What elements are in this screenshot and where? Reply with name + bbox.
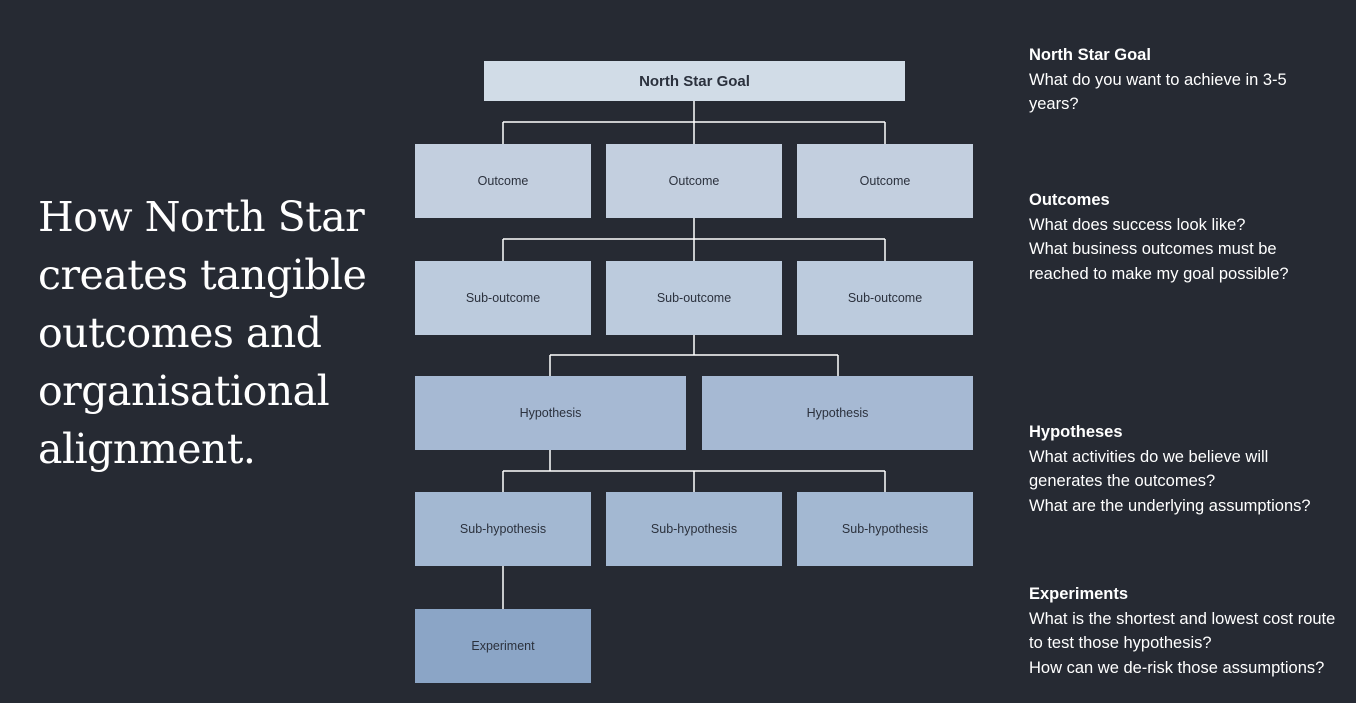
- legend-outcomes: Outcomes What does success look like? Wh…: [1029, 188, 1339, 286]
- legend-north-star-goal: North Star Goal What do you want to achi…: [1029, 43, 1339, 117]
- headline: How North Star creates tangible outcomes…: [38, 193, 367, 473]
- sub-outcome-box: Sub-outcome: [415, 261, 591, 335]
- legend-question: What business outcomes must be reached t…: [1029, 240, 1289, 283]
- outcome-box: Outcome: [415, 144, 591, 218]
- sub-hypothesis-box: Sub-hypothesis: [606, 492, 782, 566]
- north-star-goal-box: North Star Goal: [484, 61, 905, 101]
- experiment-box: Experiment: [415, 609, 591, 683]
- sub-outcome-box: Sub-outcome: [797, 261, 973, 335]
- sub-hypothesis-box: Sub-hypothesis: [797, 492, 973, 566]
- legend-title: Hypotheses: [1029, 423, 1123, 441]
- sub-outcome-box: Sub-outcome: [606, 261, 782, 335]
- legend-title: Experiments: [1029, 585, 1129, 603]
- legend-question: What activities do we believe will gener…: [1029, 447, 1269, 491]
- legend-question: How can we de-risk those assumptions?: [1029, 658, 1325, 677]
- hypothesis-box: Hypothesis: [702, 376, 973, 450]
- legend-question: What are the underlying assumptions?: [1029, 496, 1311, 515]
- legend-title: North Star Goal: [1029, 46, 1151, 64]
- legend-hypotheses: Hypotheses What activities do we believe…: [1029, 420, 1339, 518]
- legend-question: What does success look like?: [1029, 215, 1246, 234]
- legend-experiments: Experiments What is the shortest and low…: [1029, 582, 1339, 680]
- outcome-box: Outcome: [606, 144, 782, 218]
- outcome-box: Outcome: [797, 144, 973, 218]
- hypothesis-box: Hypothesis: [415, 376, 686, 450]
- legend-question: What do you want to achieve in 3-5 years…: [1029, 70, 1287, 114]
- legend-title: Outcomes: [1029, 191, 1110, 209]
- legend-question: What is the shortest and lowest cost rou…: [1029, 609, 1336, 653]
- sub-hypothesis-box: Sub-hypothesis: [415, 492, 591, 566]
